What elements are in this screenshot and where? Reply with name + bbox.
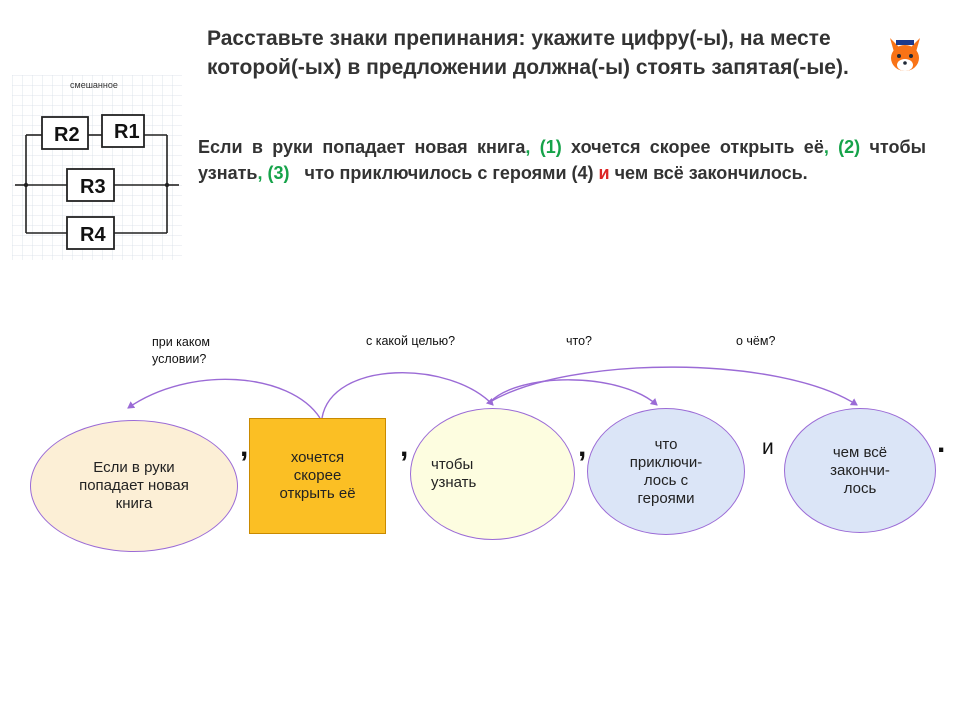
arrow-to-condition	[127, 378, 321, 419]
node-1-text: Если в руки попадает новая книга	[79, 459, 189, 512]
node-3-text: чтобы узнать	[431, 456, 477, 491]
node-object-clause-2: чем всё закончи-лось	[784, 408, 936, 533]
separator-comma-1: ,	[240, 430, 249, 463]
node-5-text: чем всё закончи-лось	[830, 443, 890, 497]
task-instruction: Расставьте знаки препинания: укажите циф…	[207, 27, 849, 79]
question-purpose: с какой целью?	[366, 334, 456, 348]
sentence-part-3: чтобы узнать	[198, 137, 926, 183]
mark-3: , (3)	[257, 163, 290, 183]
node-object-clause-1: что приключи-лось с героями	[587, 408, 745, 535]
mark-1: , (1)	[525, 137, 562, 157]
sentence-part-5: чем всё закончилось.	[609, 163, 808, 183]
question-about-what: о чём?	[736, 334, 776, 348]
question-what: что?	[566, 334, 593, 348]
sentence-part-4: что приключилось с героями (4)	[289, 163, 599, 183]
mark-2: , (2)	[823, 137, 861, 157]
resistor-r4: R4	[80, 224, 106, 246]
resistor-r2: R2	[54, 124, 80, 146]
fox-icon	[890, 38, 920, 71]
node-main-clause-condition: Если в руки попадает новая книга	[30, 420, 238, 552]
sentence-part-1: Если в руки попадает новая книга	[198, 137, 526, 157]
separator-conjunction: и	[762, 436, 774, 459]
question-condition: при каком условии?	[152, 335, 211, 366]
node-main-clause: хочется скорее открыть её	[249, 418, 386, 534]
circuit-diagram: смешанное R2 R1 R3 R4	[12, 75, 182, 260]
node-4-text: что приключи-лось с героями	[629, 435, 703, 507]
arrow-to-what	[489, 379, 658, 406]
separator-comma-2: ,	[400, 430, 409, 463]
task-sentence: Если в руки попадает новая книга, (1) хо…	[198, 134, 926, 186]
arrow-to-purpose	[321, 372, 494, 419]
separator-period: .	[937, 426, 946, 459]
resistor-r3: R3	[80, 176, 106, 198]
resistor-r1: R1	[114, 121, 140, 143]
sentence-part-2: хочется скорее открыть её	[561, 137, 824, 157]
arrow-to-about-what	[489, 366, 858, 406]
circuit-title: смешанное	[70, 80, 118, 90]
node-purpose-clause: чтобы узнать	[410, 408, 575, 540]
node-2-text: хочется скорее открыть её	[279, 449, 356, 502]
conjunction-i: и	[598, 163, 610, 183]
separator-comma-3: ,	[578, 430, 587, 463]
